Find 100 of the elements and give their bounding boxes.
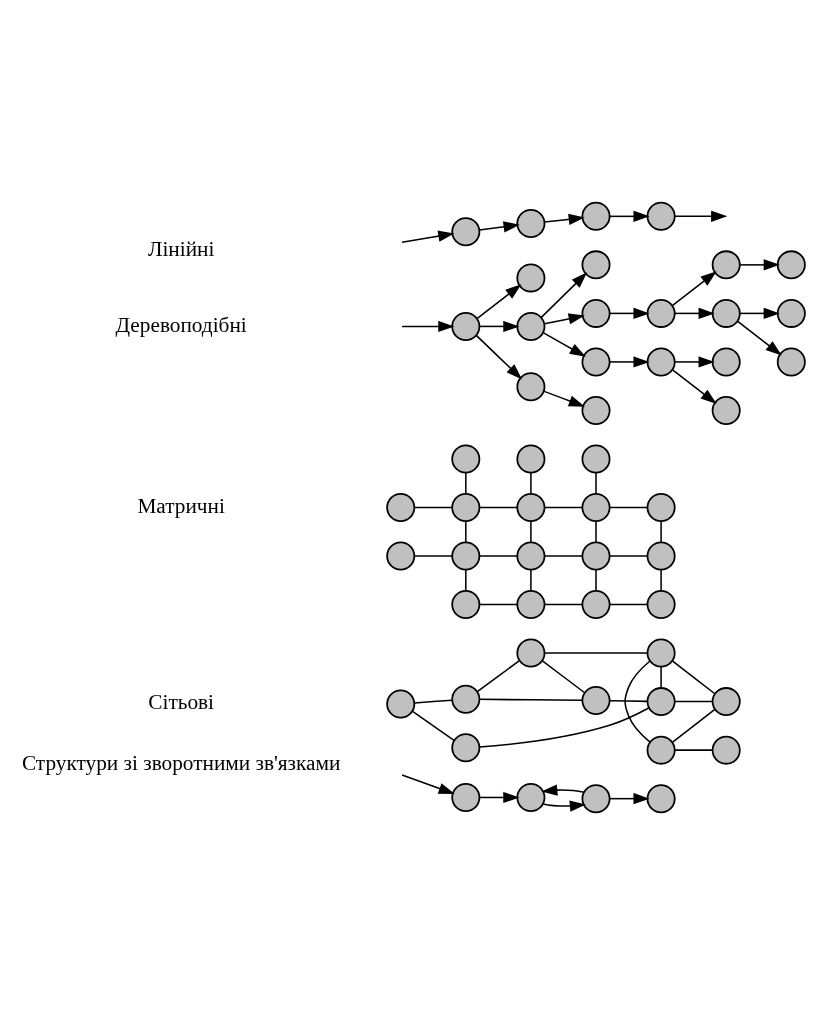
- label: Структури зі зворотними зв'язками: [21, 750, 341, 775]
- node-circle: [581, 783, 611, 813]
- arrow: [609, 210, 650, 222]
- node-circle: [581, 395, 611, 425]
- connector: [478, 698, 583, 701]
- arrow: [674, 307, 715, 319]
- arrow: [401, 320, 455, 332]
- connector: [478, 506, 518, 508]
- label: Матричні: [137, 493, 225, 518]
- connector: [544, 603, 583, 605]
- arrow: [543, 390, 585, 407]
- node-circle: [581, 685, 611, 715]
- node-circle: [451, 216, 481, 246]
- arrow: [543, 213, 585, 225]
- connector: [609, 603, 648, 605]
- node-circle: [451, 732, 481, 762]
- arrow: [540, 271, 588, 318]
- connector: [413, 506, 453, 508]
- connector: [413, 698, 453, 704]
- label: Лінійні: [147, 236, 215, 261]
- node-circle: [711, 249, 741, 279]
- node-circle: [581, 346, 611, 376]
- node-circle: [581, 249, 611, 279]
- node-circle: [581, 298, 611, 328]
- connector: [478, 603, 518, 605]
- node-circle: [646, 589, 676, 619]
- arrow: [543, 312, 585, 325]
- node-circle: [581, 541, 611, 571]
- arrow: [674, 210, 728, 222]
- arrow: [739, 258, 780, 270]
- connector: [478, 706, 650, 748]
- node-circle: [711, 346, 741, 376]
- arrow: [674, 355, 715, 368]
- connector: [478, 554, 518, 557]
- connector: [609, 554, 648, 557]
- connector: [595, 519, 597, 543]
- connector: [544, 554, 583, 557]
- connector: [609, 506, 648, 508]
- node-circle: [516, 492, 546, 522]
- node-circle: [646, 686, 676, 716]
- node-circle: [386, 492, 416, 522]
- node-circle: [451, 541, 481, 571]
- connector: [465, 519, 467, 543]
- node-circle: [451, 443, 481, 473]
- node-circle: [516, 443, 546, 473]
- arrow: [609, 355, 650, 368]
- connector: [674, 748, 714, 751]
- node-circle: [711, 395, 741, 425]
- node-circle: [516, 782, 546, 812]
- node-circle: [646, 298, 676, 328]
- node-circle: [776, 298, 806, 328]
- label: Деревоподібні: [115, 312, 247, 337]
- node-circle: [646, 492, 676, 522]
- node-circle: [451, 492, 481, 522]
- connector: [544, 506, 583, 508]
- node-circle: [646, 541, 676, 571]
- arrow: [542, 331, 586, 357]
- connector: [595, 471, 597, 495]
- node-circle: [646, 638, 676, 668]
- connector: [660, 568, 662, 592]
- node-circle: [451, 311, 481, 341]
- node-circle: [646, 735, 676, 765]
- node-circle: [516, 541, 546, 571]
- connector: [595, 568, 597, 592]
- connector: [541, 659, 586, 693]
- arrow: [736, 320, 782, 355]
- connector: [671, 708, 716, 743]
- node-circle: [711, 298, 741, 328]
- arrow: [476, 283, 522, 319]
- node-circle: [581, 589, 611, 619]
- node-circle: [516, 638, 546, 668]
- node-circle: [516, 311, 546, 341]
- node-circle: [711, 686, 741, 716]
- node-circle: [581, 201, 611, 231]
- node-circle: [776, 346, 806, 376]
- connector: [465, 471, 467, 495]
- connector: [476, 659, 520, 692]
- connector: [544, 651, 648, 654]
- connector: [609, 699, 648, 702]
- connector: [530, 471, 532, 495]
- connector: [671, 659, 716, 694]
- node-circle: [451, 684, 481, 714]
- arrow: [478, 791, 520, 803]
- arrow: [478, 320, 520, 332]
- arrow: [401, 230, 455, 243]
- connector: [530, 519, 532, 543]
- node-circle: [581, 443, 611, 473]
- node-circle: [516, 589, 546, 619]
- node-circle: [516, 208, 546, 238]
- connector: [411, 709, 455, 741]
- arrow: [541, 783, 585, 796]
- arrow: [475, 334, 523, 379]
- arrow: [542, 799, 586, 812]
- connector: [660, 519, 662, 543]
- arrow: [401, 773, 455, 794]
- arrow: [739, 307, 780, 319]
- node-circle: [451, 589, 481, 619]
- connector: [465, 568, 467, 592]
- connector: [660, 665, 662, 689]
- node-circle: [581, 492, 611, 522]
